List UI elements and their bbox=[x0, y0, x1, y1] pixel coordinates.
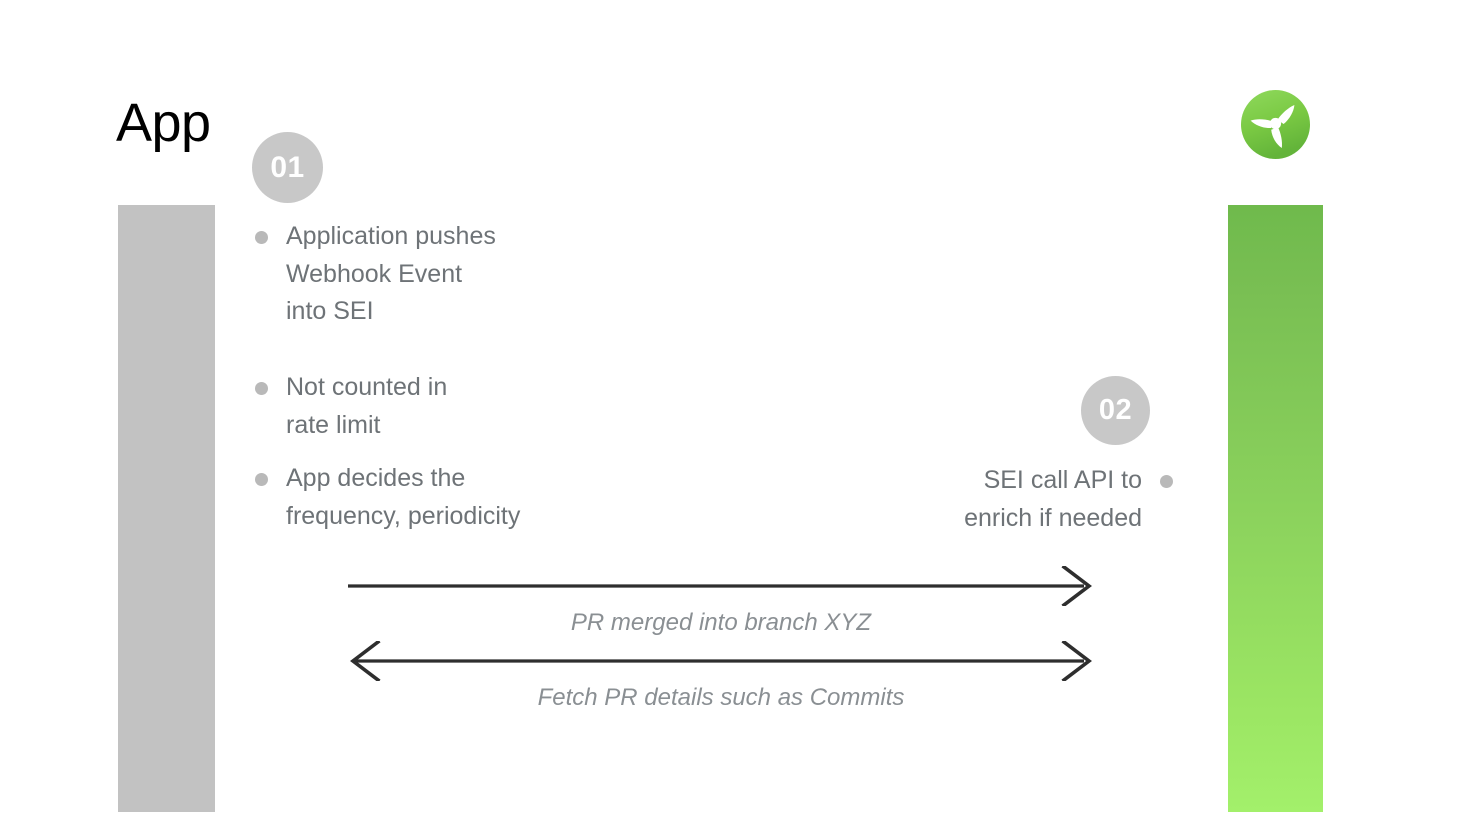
step-badge-01: 01 bbox=[252, 132, 323, 203]
arrow-right-icon bbox=[348, 566, 1092, 606]
sei-lane-bar bbox=[1228, 205, 1323, 812]
bullet-group-app-pushes: Application pushes Webhook Event into SE… bbox=[255, 218, 496, 331]
bullet-line: Webhook Event bbox=[286, 259, 463, 288]
bullet-dot-icon bbox=[255, 473, 268, 486]
bullet-group-rate-limit: Not counted in rate limit bbox=[255, 369, 447, 444]
step-badge-02: 02 bbox=[1081, 376, 1150, 445]
arrow-bidirectional-icon bbox=[350, 641, 1092, 681]
message-label-2: Fetch PR details such as Commits bbox=[537, 684, 905, 711]
bullet-line: SEI call API to bbox=[983, 466, 1142, 494]
message-arrow-2: Fetch PR details such as Commits bbox=[348, 641, 1094, 713]
step-badge-01-label: 01 bbox=[270, 150, 305, 184]
message-label-1: PR merged into branch XYZ bbox=[570, 609, 872, 636]
list-item: Application pushes Webhook Event into SE… bbox=[255, 218, 496, 331]
app-lane-bar bbox=[118, 205, 215, 812]
message-arrow-1: PR merged into branch XYZ bbox=[348, 566, 1094, 638]
list-item: App decides the frequency, periodicity bbox=[255, 460, 520, 535]
bullet-dot-icon bbox=[255, 231, 268, 244]
list-item: Not counted in rate limit bbox=[255, 369, 447, 444]
bullet-group-frequency: App decides the frequency, periodicity bbox=[255, 460, 520, 535]
bullet-dot-icon bbox=[255, 382, 268, 395]
bullet-line: frequency, periodicity bbox=[286, 501, 521, 530]
bullet-line: enrich if needed bbox=[964, 503, 1142, 532]
bullet-line: Application pushes bbox=[286, 222, 496, 250]
bullet-dot-icon bbox=[1160, 475, 1173, 488]
bullet-group-sei-enrich: SEI call API to enrich if needed bbox=[964, 462, 1173, 537]
bullet-line: App decides the bbox=[286, 464, 466, 492]
step-badge-02-label: 02 bbox=[1098, 394, 1133, 426]
propeller-logo-icon bbox=[1241, 90, 1310, 159]
bullet-line: Not counted in bbox=[286, 373, 448, 401]
page-title: App bbox=[116, 93, 211, 153]
bullet-line: rate limit bbox=[286, 410, 381, 439]
list-item: SEI call API to enrich if needed bbox=[964, 462, 1173, 537]
bullet-line: into SEI bbox=[286, 297, 374, 325]
